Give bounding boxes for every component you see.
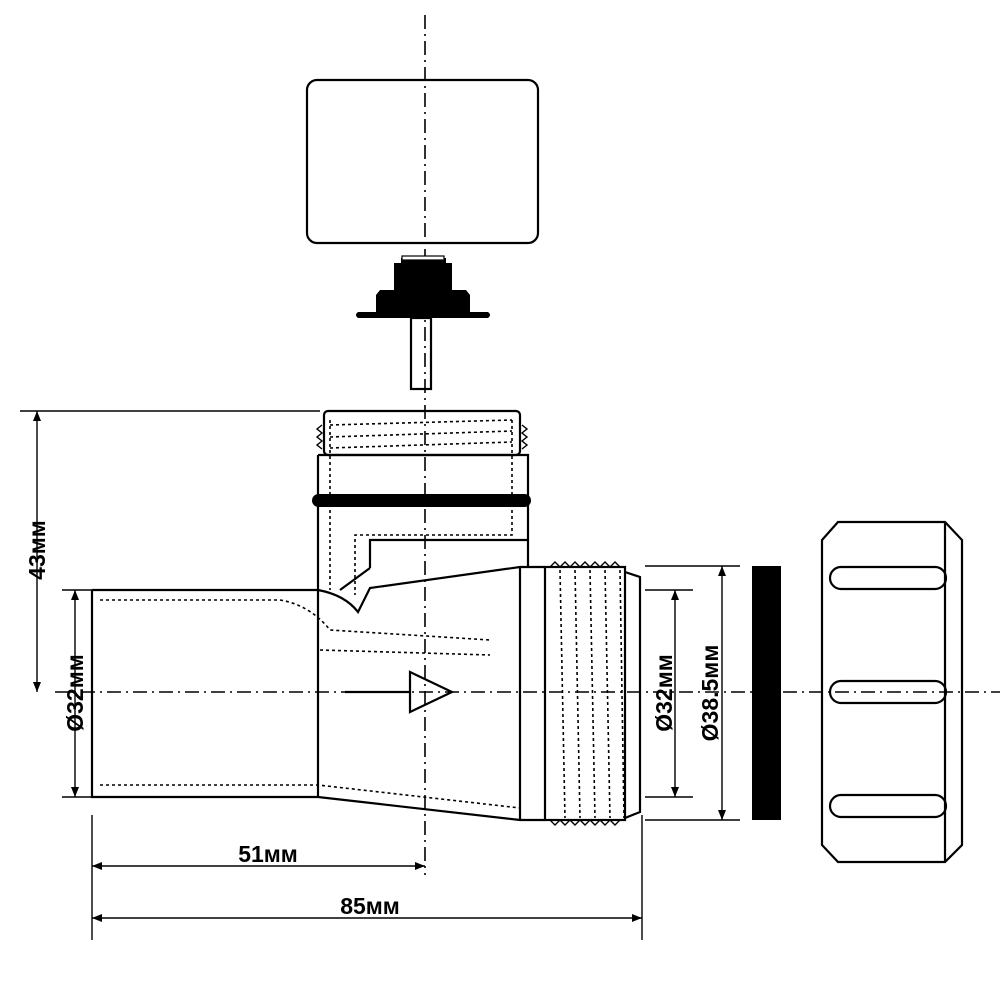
dimension-center-offset: 51мм bbox=[91, 815, 425, 940]
dimension-center-offset-label: 51мм bbox=[238, 841, 298, 867]
flow-arrow-head bbox=[408, 670, 455, 714]
dimension-height-label: 43мм bbox=[24, 520, 50, 580]
overflow-cap bbox=[305, 78, 540, 245]
union-nut bbox=[820, 520, 964, 864]
dimension-outlet-outer-diameter: Ø38.5мм bbox=[645, 565, 740, 821]
dimension-outlet-outer-diameter-label: Ø38.5мм bbox=[697, 645, 723, 742]
gasket bbox=[752, 566, 781, 820]
overflow-pipe-horizontal bbox=[90, 561, 642, 826]
overflow-body-vertical bbox=[312, 409, 531, 595]
dimension-outlet-inner-diameter: Ø32мм bbox=[645, 589, 693, 798]
dimension-total-length: 85мм bbox=[92, 815, 643, 940]
dimension-outlet-inner-diameter-label: Ø32мм bbox=[651, 654, 677, 732]
dimension-total-length-label: 85мм bbox=[340, 893, 400, 919]
o-ring bbox=[312, 494, 531, 507]
dimension-height: 43мм bbox=[20, 410, 320, 692]
dimension-inlet-diameter: Ø32мм bbox=[62, 589, 92, 798]
dimension-inlet-diameter-label: Ø32мм bbox=[62, 654, 88, 732]
overflow-button bbox=[356, 255, 490, 391]
